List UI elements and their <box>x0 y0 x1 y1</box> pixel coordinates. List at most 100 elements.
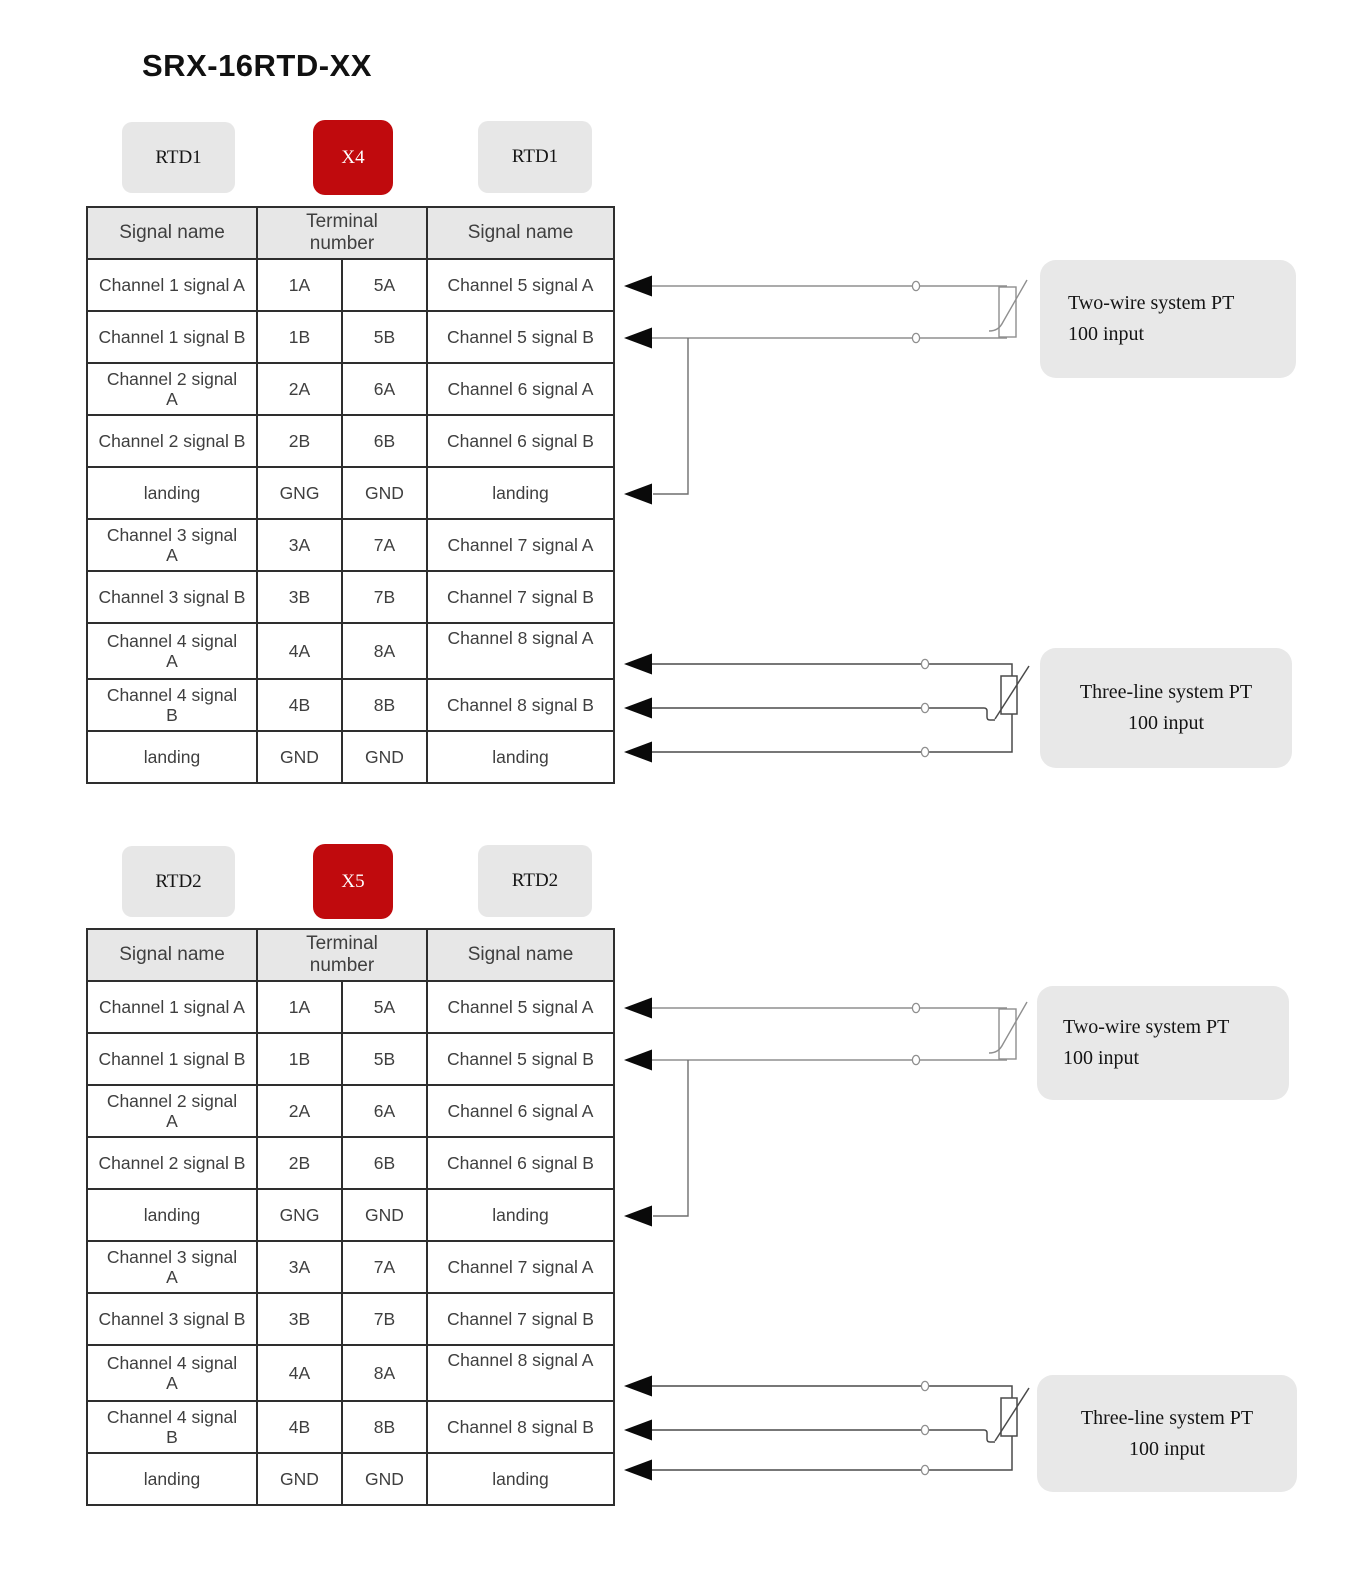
terminal-cell: 2B <box>256 1136 343 1190</box>
wire-node <box>920 746 930 758</box>
signal-cell: landing <box>86 730 258 784</box>
signal-cell: Channel 4 signal B <box>86 1400 258 1454</box>
signal-cell: landing <box>426 466 615 520</box>
wire-node <box>911 1054 921 1066</box>
terminal-cell: 8A <box>341 1344 428 1402</box>
signal-cell: Channel 7 signal A <box>426 1240 615 1294</box>
terminal-cell: GNG <box>256 466 343 520</box>
arrow-left-icon <box>624 653 652 675</box>
signal-cell: Channel 3 signal A <box>86 518 258 572</box>
terminal-cell: 5B <box>341 310 428 364</box>
signal-cell: Channel 4 signal B <box>86 678 258 732</box>
arrow-left-icon <box>624 483 652 505</box>
terminal-cell: 6A <box>341 1084 428 1138</box>
terminal-cell: 7B <box>341 570 428 624</box>
wire-node <box>920 702 930 714</box>
terminal-cell: 3B <box>256 1292 343 1346</box>
terminal-cell: 7A <box>341 518 428 572</box>
signal-cell: Channel 1 signal A <box>86 258 258 312</box>
signal-cell: landing <box>426 730 615 784</box>
terminal-cell: 3B <box>256 570 343 624</box>
terminal-cell: 4A <box>256 622 343 680</box>
rtd-symbol <box>998 1008 1017 1060</box>
two-wire-circuit-2 <box>624 997 1028 1227</box>
terminal-cell: GND <box>341 466 428 520</box>
signal-cell: Channel 2 signal B <box>86 414 258 468</box>
arrow-left-icon <box>624 1049 652 1071</box>
signal-cell: Channel 1 signal B <box>86 1032 258 1086</box>
signal-cell: Channel 5 signal B <box>426 310 615 364</box>
signal-cell: Channel 1 signal A <box>86 980 258 1034</box>
terminal-cell: GND <box>341 730 428 784</box>
terminal-cell: GND <box>256 1452 343 1506</box>
col-signal-right: Signal name <box>426 206 615 260</box>
terminal-cell: 1B <box>256 310 343 364</box>
col-terminal-number: Terminal number <box>256 928 428 982</box>
chip-connector-x5: X5 <box>313 844 393 919</box>
signal-cell: Channel 2 signal A <box>86 1084 258 1138</box>
rtd-symbol <box>998 286 1017 338</box>
signal-cell: Channel 8 signal A <box>426 1344 615 1402</box>
note-three-wire-pt100-2: Three-line system PT 100 input <box>1037 1375 1297 1492</box>
signal-cell: Channel 4 signal A <box>86 1344 258 1402</box>
table-header: Signal name Terminal number Signal name <box>86 928 615 982</box>
signal-cell: Channel 6 signal A <box>426 362 615 416</box>
signal-cell: Channel 7 signal B <box>426 1292 615 1346</box>
terminal-cell: 5A <box>341 258 428 312</box>
wire-node <box>920 1380 930 1392</box>
signal-cell: Channel 2 signal B <box>86 1136 258 1190</box>
note-two-wire-pt100-2: Two-wire system PT 100 input <box>1037 986 1289 1100</box>
terminal-cell: 4B <box>256 1400 343 1454</box>
arrow-left-icon <box>624 741 652 763</box>
terminal-table-rtd2: Signal name Terminal number Signal name … <box>86 928 615 1506</box>
arrow-left-icon <box>624 327 652 349</box>
terminal-cell: 3A <box>256 1240 343 1294</box>
terminal-cell: 8B <box>341 678 428 732</box>
signal-cell: Channel 2 signal A <box>86 362 258 416</box>
terminal-cell: 1A <box>256 980 343 1034</box>
rtd-symbol <box>1000 675 1018 715</box>
note-two-wire-pt100-1: Two-wire system PT 100 input <box>1040 260 1296 378</box>
signal-cell: Channel 3 signal B <box>86 1292 258 1346</box>
chip-connector-x4: X4 <box>313 120 393 195</box>
signal-cell: Channel 3 signal A <box>86 1240 258 1294</box>
signal-cell: Channel 4 signal A <box>86 622 258 680</box>
signal-cell: Channel 5 signal B <box>426 1032 615 1086</box>
terminal-cell: 2A <box>256 362 343 416</box>
signal-cell: landing <box>86 466 258 520</box>
arrow-left-icon <box>624 1419 652 1441</box>
signal-cell: landing <box>86 1452 258 1506</box>
terminal-cell: 5A <box>341 980 428 1034</box>
signal-cell: Channel 5 signal A <box>426 258 615 312</box>
terminal-cell: GND <box>341 1452 428 1506</box>
signal-cell: Channel 8 signal B <box>426 678 615 732</box>
rtd-symbol <box>1000 1397 1018 1437</box>
signal-cell: landing <box>426 1188 615 1242</box>
terminal-cell: GNG <box>256 1188 343 1242</box>
chip-rtd2-right: RTD2 <box>478 845 592 917</box>
wire-node <box>911 280 921 292</box>
terminal-cell: 1A <box>256 258 343 312</box>
wire-node <box>920 1424 930 1436</box>
signal-cell: landing <box>86 1188 258 1242</box>
wire-node <box>911 1002 921 1014</box>
